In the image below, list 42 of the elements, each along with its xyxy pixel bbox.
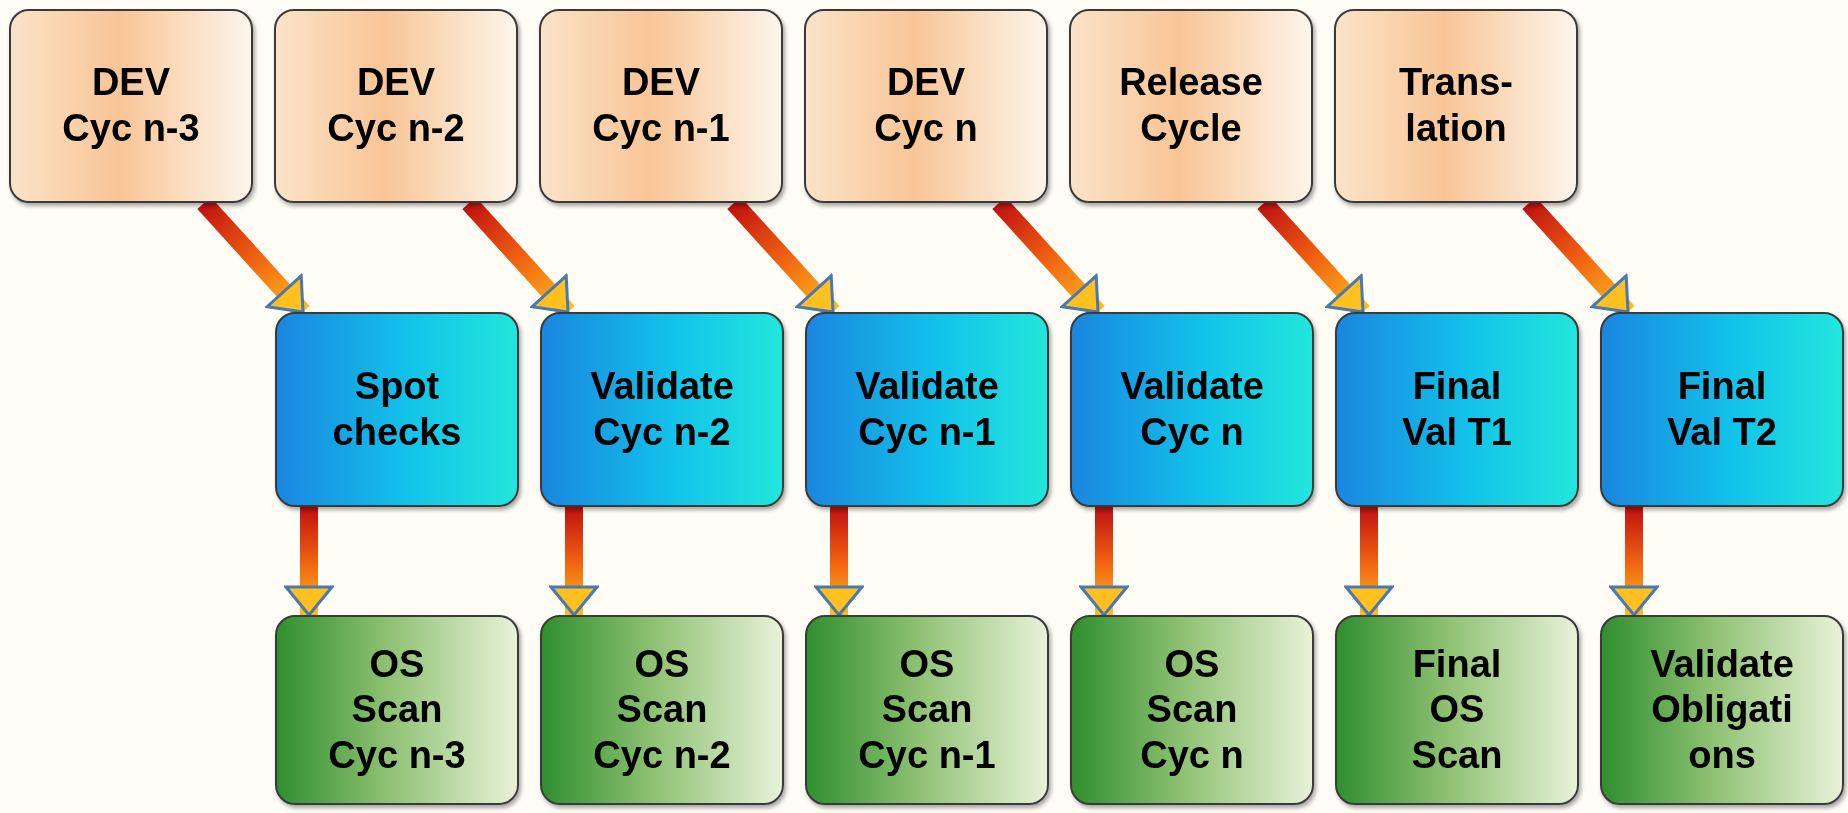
block-arrow [1609,507,1659,617]
validation-box [1335,312,1579,507]
scan-box [1600,615,1844,805]
node-label: DEV Cyc n [873,60,979,151]
block-arrow [1344,507,1394,617]
node-label: Trans- lation [1397,60,1514,151]
validation-box [1600,312,1844,507]
node-label: Release Cycle [1118,60,1264,151]
scan-box [1070,615,1314,805]
node-label: Final Val T1 [1401,363,1513,455]
scan-box [805,615,1049,805]
node-label: OS Scan Cyc n [1139,641,1245,778]
validation-box [805,312,1049,507]
node-label: Final Val T2 [1666,363,1778,455]
node-label: Validate Cyc n [1119,363,1265,455]
block-arrow [1079,507,1129,617]
node-label: Spot checks [331,363,463,455]
node-label: OS Scan Cyc n-1 [857,641,997,778]
node-label: Validate Cyc n-1 [854,363,1000,455]
node-label: Validate Obligati ons [1649,641,1795,778]
scan-box [540,615,784,805]
block-arrow [284,507,334,617]
development-box [1069,9,1313,203]
node-label: DEV Cyc n-1 [591,60,731,151]
scan-box [275,615,519,805]
node-label: OS Scan Cyc n-3 [327,641,467,778]
block-arrow [549,507,599,617]
node-label: DEV Cyc n-3 [61,60,201,151]
development-box [274,9,518,203]
development-box [9,9,253,203]
node-label: Final OS Scan [1410,641,1504,778]
development-box [539,9,783,203]
development-box [1334,9,1578,203]
validation-box [540,312,784,507]
node-label: DEV Cyc n-2 [326,60,466,151]
scan-box [1335,615,1579,805]
validation-box [275,312,519,507]
validation-box [1070,312,1314,507]
block-arrow [814,507,864,617]
node-label: OS Scan Cyc n-2 [592,641,732,778]
development-box [804,9,1048,203]
node-label: Validate Cyc n-2 [589,363,735,455]
